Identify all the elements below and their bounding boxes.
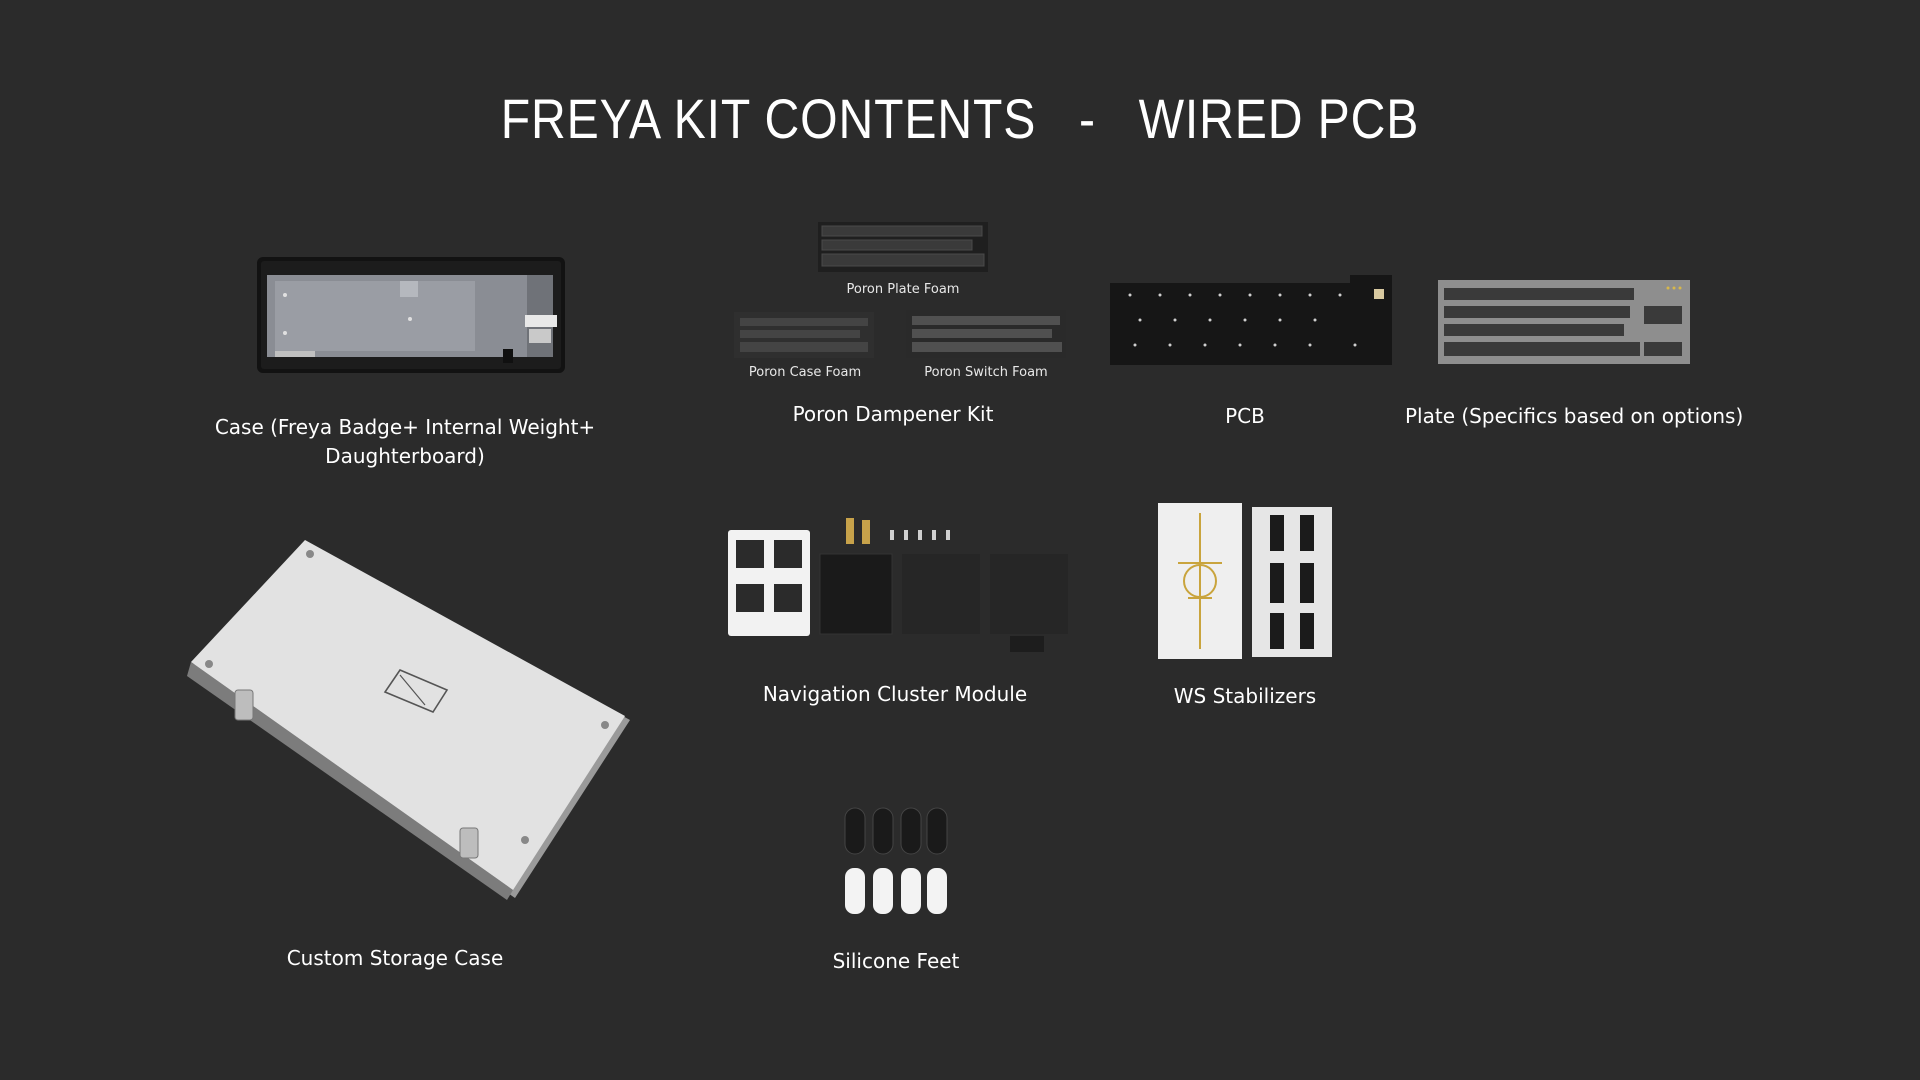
feet-label: Silicone Feet (832, 949, 960, 973)
pcb-label: PCB (1225, 404, 1265, 428)
switch-foam-label: Poron Switch Foam (924, 365, 1048, 380)
case-label-line2: Daughterboard) (325, 444, 485, 468)
feet-item (843, 806, 949, 916)
stabilizers-image (1158, 503, 1332, 659)
case-foam-label: Poron Case Foam (748, 365, 862, 380)
stabs-item (1158, 503, 1334, 659)
plate-label: Plate (Specifics based on options) (1405, 404, 1744, 428)
nav-item (728, 518, 1068, 656)
switch-foam-image (906, 310, 1066, 358)
case-item (255, 255, 567, 375)
nav-module-image (728, 518, 1068, 652)
dampener-label: Poron Dampener Kit (792, 402, 994, 426)
plate-item (1438, 280, 1690, 364)
stabs-label: WS Stabilizers (1173, 684, 1317, 708)
plate-foam-label: Poron Plate Foam (846, 282, 960, 297)
storage-label: Custom Storage Case (286, 946, 504, 970)
silicone-feet-image (844, 807, 948, 914)
plate-foam-image (818, 222, 988, 272)
logo-icon (383, 669, 449, 713)
plate-image (1438, 280, 1690, 364)
storage-case-image (187, 540, 630, 900)
page-title: FREYA KIT CONTENTS - WIRED PCB (500, 87, 1420, 150)
case-label-line1: Case (Freya Badge+ Internal Weight+ (214, 415, 596, 439)
pcb-image (1110, 275, 1392, 365)
case-foam-image (734, 312, 874, 358)
nav-label: Navigation Cluster Module (762, 682, 1028, 706)
case-image (257, 257, 565, 373)
storage-item (185, 540, 630, 900)
pcb-item (1110, 275, 1392, 365)
